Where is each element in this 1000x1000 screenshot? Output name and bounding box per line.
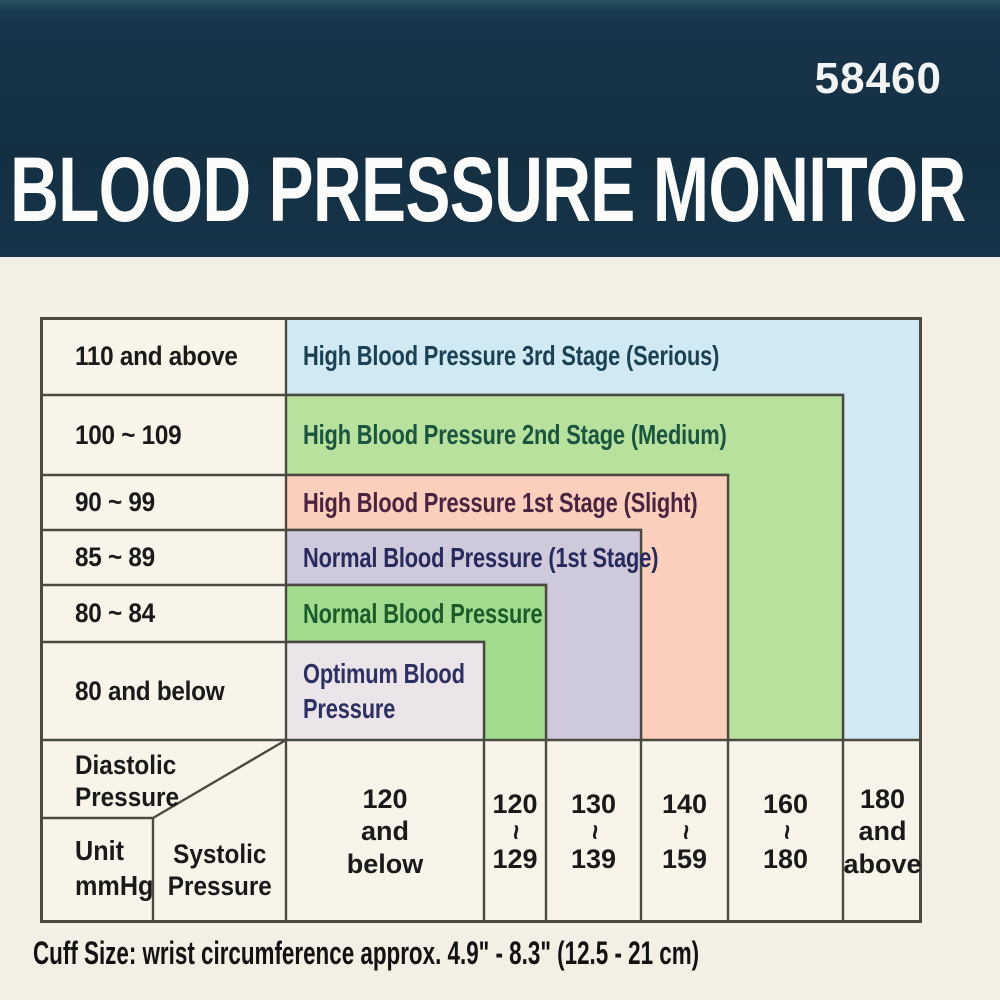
category-text: Normal Blood Pressure (1st Stage) — [303, 541, 659, 573]
systolic-header-130-139: 130 ~ 139 — [546, 740, 641, 923]
category-normal-1st-stage: Normal Blood Pressure (1st Stage) — [303, 530, 759, 585]
diastolic-axis-label: Diastolic Pressure — [75, 750, 191, 814]
header-top: 120 — [492, 789, 538, 820]
diastolic-range-text: 90 ~ 99 — [75, 487, 155, 517]
column-separators — [284, 740, 845, 923]
diastolic-range-85-89: 85 ~ 89 — [40, 530, 286, 585]
diastolic-range-90-99: 90 ~ 99 — [40, 475, 286, 530]
systolic-header-160-180: 160 ~ 180 — [728, 740, 843, 923]
unit-cell-lines — [40, 816, 155, 923]
range-tilde: ~ — [501, 823, 531, 840]
model-number: 58460 — [814, 54, 942, 103]
header-top: 160 — [762, 789, 809, 820]
diastolic-range-text: 85 ~ 89 — [75, 542, 155, 572]
category-text: Optimum Blood Pressure — [303, 658, 465, 724]
systolic-header-180-above: 180 and above — [843, 740, 922, 923]
table-outer-border — [40, 317, 922, 923]
unit-line2: mmHg — [75, 870, 154, 901]
diastolic-range-100-109: 100 ~ 109 — [40, 395, 286, 475]
diastolic-range-text: 80 ~ 84 — [75, 598, 155, 628]
diagonal-divider — [152, 738, 287, 820]
package-header-band: 58460 BLOOD PRESSURE MONITOR — [0, 0, 1000, 257]
diastolic-range-text: 100 ~ 109 — [75, 419, 182, 450]
unit-label: Unit mmHg — [75, 833, 162, 903]
diastolic-axis-line1: Diastolic — [75, 750, 177, 780]
category-text: High Blood Pressure 2nd Stage (Medium) — [303, 419, 727, 450]
systolic-axis-line1: Systolic — [172, 838, 267, 869]
category-text: High Blood Pressure 1st Stage (Slight) — [303, 486, 698, 518]
diastolic-range-text: 80 and below — [75, 675, 225, 706]
systolic-header-120-129: 120 ~ 129 — [484, 740, 546, 923]
category-optimum: Optimum Blood Pressure — [303, 642, 553, 740]
systolic-header-140-159: 140 ~ 159 — [641, 740, 728, 923]
diastolic-axis-line2: Pressure — [75, 781, 180, 812]
category-high-2nd-stage: High Blood Pressure 2nd Stage (Medium) — [303, 395, 846, 475]
range-tilde: ~ — [579, 823, 610, 840]
systolic-axis-label: Systolic Pressure — [153, 818, 286, 923]
diastolic-range-text: 110 and above — [75, 340, 238, 371]
category-text: High Blood Pressure 3rd Stage (Serious) — [303, 340, 720, 371]
header-top: 130 — [570, 789, 617, 820]
row-separators — [40, 393, 286, 742]
diastolic-range-80-below: 80 and below — [40, 642, 286, 740]
header-bottom: 129 — [492, 843, 538, 874]
category-high-3rd-stage: High Blood Pressure 3rd Stage (Serious) — [303, 317, 837, 395]
diastolic-range-110-above: 110 and above — [40, 317, 286, 395]
systolic-axis-line2: Pressure — [167, 870, 272, 901]
category-normal: Normal Blood Pressure — [303, 585, 610, 642]
header-top: 120 — [362, 783, 408, 814]
header-bottom: 139 — [570, 843, 617, 874]
page-title: BLOOD PRESSURE MONITOR — [10, 139, 966, 241]
unit-line1: Unit — [75, 835, 124, 866]
bp-classification-chart: 110 and above 100 ~ 109 90 ~ 99 85 ~ 89 … — [40, 317, 922, 923]
category-text: Normal Blood Pressure — [303, 597, 543, 629]
range-tilde: ~ — [771, 823, 802, 840]
header-top: 180 — [859, 783, 906, 814]
systolic-header-120-below: 120 and below — [286, 740, 484, 923]
category-high-1st-stage: High Blood Pressure 1st Stage (Slight) — [303, 475, 809, 530]
header-mid: and — [360, 816, 409, 847]
chart-grid — [40, 317, 922, 923]
header-bottom: 159 — [661, 843, 708, 874]
header-top: 140 — [661, 789, 708, 820]
header-bottom: above — [843, 848, 922, 879]
cuff-size-note: Cuff Size: wrist circumference approx. 4… — [33, 935, 700, 971]
diastolic-range-80-84: 80 ~ 84 — [40, 585, 286, 642]
header-mid: and — [858, 816, 907, 847]
header-bottom: below — [346, 848, 424, 879]
header-bottom: 180 — [762, 843, 809, 874]
range-tilde: ~ — [670, 823, 701, 840]
